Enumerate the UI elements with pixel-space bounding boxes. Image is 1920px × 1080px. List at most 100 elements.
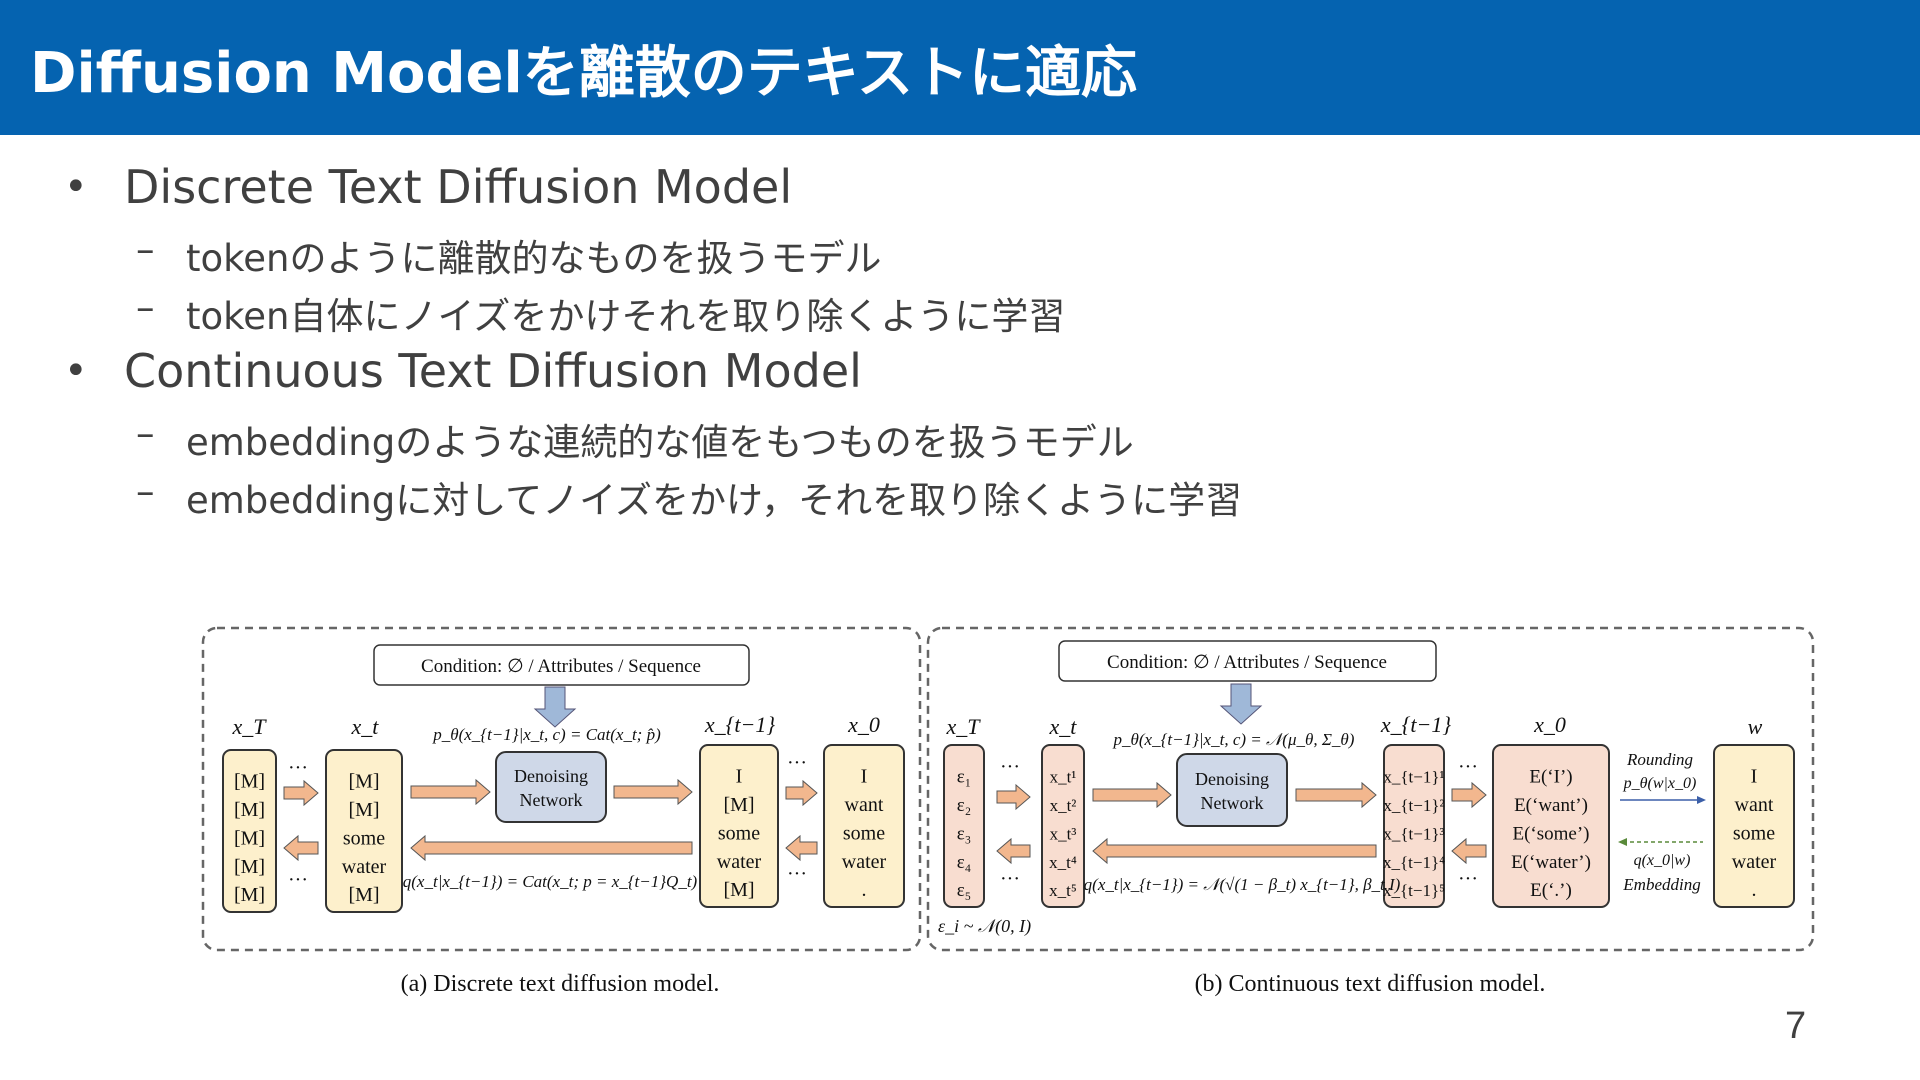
- column-x0: [823, 744, 905, 908]
- column-xt-1-label: x_{t−1}³: [1383, 824, 1444, 843]
- panel-b-frame: [926, 626, 1815, 952]
- header-x0: x_0: [1533, 712, 1566, 737]
- column-x0-label: want: [845, 794, 884, 816]
- column-xT-label: [M]: [234, 827, 265, 849]
- column-x0: [1492, 744, 1610, 908]
- backward-arrow: [410, 834, 693, 862]
- caption-a: (a) Discrete text diffusion model.: [401, 971, 720, 997]
- embedding-arrowhead: [1618, 838, 1627, 846]
- column-xt-1: [1383, 744, 1445, 908]
- q-formula: q(x_t|x_{t−1}) = Cat(x_t; p = x_{t−1}Q_t…: [403, 872, 698, 891]
- p-formula: p_θ(x_{t−1}|x_t, c) = Cat(x_t; p̂): [432, 725, 661, 744]
- column-xt-1-label: [M]: [723, 794, 754, 816]
- backward-arrow: [1092, 837, 1377, 865]
- column-xT: [943, 744, 985, 908]
- embedding-formula: q(x_0|w): [1634, 852, 1691, 869]
- forward-arrow: [1295, 781, 1377, 809]
- bullet-text: Continuous Text Diffusion Model: [124, 344, 862, 398]
- column-xt-label: x_t³: [1050, 824, 1077, 843]
- column-x0-label: E(‘.’): [1530, 880, 1572, 901]
- network-label: Denoising: [514, 766, 588, 786]
- column-x0-label: .: [862, 879, 867, 901]
- column-w: [1713, 744, 1795, 908]
- sub-bullet-marker: –: [136, 286, 155, 329]
- column-xT-label: ε₁: [957, 767, 972, 788]
- sub-bullet-text: token自体にノイズをかけそれを取り除くように学習: [186, 295, 1066, 338]
- network-label: Denoising: [1195, 769, 1269, 789]
- column-xt-1-label: water: [717, 851, 762, 873]
- column-xT: [222, 749, 277, 913]
- ellipsis: ···: [1000, 868, 1020, 890]
- sub-bullet-marker: –: [136, 228, 155, 271]
- column-xT-label: ε₂: [957, 795, 972, 816]
- ellipsis: ···: [288, 869, 308, 891]
- column-xt-label: x_t¹: [1050, 768, 1077, 787]
- condition-box: [1058, 640, 1437, 682]
- column-xT-label: [M]: [234, 799, 265, 821]
- column-xT-label: ε₄: [957, 852, 972, 873]
- forward-arrow: [283, 779, 319, 807]
- column-xt-label: [M]: [348, 884, 379, 906]
- header-xt-1: x_{t−1}: [704, 712, 776, 737]
- column-xt-1-label: x_{t−1}¹: [1383, 768, 1444, 787]
- ellipsis: ···: [1000, 756, 1020, 778]
- condition-arrow: [533, 686, 577, 728]
- sub-bullet-marker: –: [136, 412, 155, 455]
- column-x0-label: E(‘want’): [1514, 795, 1588, 816]
- column-x0-label: E(‘I’): [1529, 767, 1572, 788]
- condition-arrow: [1219, 683, 1263, 725]
- sub-bullet-text: embeddingに対してノイズをかけ，それを取り除くように学習: [186, 479, 1243, 522]
- network-label: Network: [1201, 793, 1264, 813]
- column-xt-label: x_t⁵: [1049, 881, 1077, 900]
- column-x0-label: I: [861, 766, 868, 788]
- column-x0-label: some: [843, 822, 885, 844]
- noise-formula: ε_i ~ 𝒩(0, I): [938, 916, 1031, 937]
- column-xT-label: [M]: [234, 771, 265, 793]
- panel-a-frame: [201, 626, 922, 952]
- header-xT: x_T: [232, 714, 268, 739]
- header-xt: x_t: [351, 714, 380, 739]
- column-w-label: want: [1735, 794, 1774, 816]
- ellipsis: ···: [288, 757, 308, 779]
- title-bar: Diffusion Modelを離散のテキストに適応: [0, 0, 1920, 135]
- column-xt-1-label: x_{t−1}⁴: [1383, 853, 1445, 872]
- condition-box: [373, 644, 750, 686]
- column-xt-1-label: x_{t−1}²: [1383, 796, 1444, 815]
- caption-b: (b) Continuous text diffusion model.: [1195, 971, 1546, 997]
- column-xT-label: [M]: [234, 884, 265, 906]
- ellipsis: ···: [787, 752, 807, 774]
- condition-text: Condition: ∅ / Attributes / Sequence: [1107, 652, 1387, 673]
- column-xT-label: ε₃: [957, 823, 972, 844]
- sub-bullet-marker: –: [136, 470, 155, 513]
- forward-arrow: [785, 779, 818, 807]
- ellipsis: ···: [1458, 756, 1478, 778]
- forward-arrow: [1451, 781, 1487, 809]
- denoising-network: [495, 751, 607, 823]
- ellipsis: ···: [787, 863, 807, 885]
- p-formula: p_θ(x_{t−1}|x_t, c) = 𝒩(μ_θ, Σ_θ): [1113, 730, 1355, 749]
- sub-bullet-text: embeddingのような連続的な値をもつものを扱うモデル: [186, 421, 1134, 464]
- header-w: w: [1748, 714, 1763, 739]
- header-xt: x_t: [1049, 714, 1078, 739]
- network-label: Network: [520, 790, 583, 810]
- column-xt-1-label: some: [718, 822, 760, 844]
- column-xT-label: ε₅: [957, 880, 972, 901]
- rounding-label: Rounding: [1626, 750, 1693, 769]
- bullet-marker: •: [64, 348, 88, 394]
- embedding-label: Embedding: [1622, 875, 1700, 894]
- ellipsis: ···: [1458, 868, 1478, 890]
- column-xt-1-label: x_{t−1}⁵: [1383, 881, 1445, 900]
- column-xt: [1041, 744, 1085, 908]
- backward-arrow: [1451, 837, 1487, 865]
- header-x0: x_0: [847, 712, 880, 737]
- condition-text: Condition: ∅ / Attributes / Sequence: [421, 656, 701, 677]
- rounding-formula: p_θ(w|x_0): [1623, 775, 1697, 792]
- header-xT: x_T: [946, 714, 982, 739]
- column-x0-label: E(‘some’): [1512, 823, 1589, 844]
- forward-arrow: [1092, 781, 1172, 809]
- slide-title: Diffusion Modelを離散のテキストに適応: [30, 41, 1138, 106]
- column-xt-1: [699, 744, 779, 908]
- forward-arrow: [410, 778, 491, 806]
- forward-arrow: [613, 778, 693, 806]
